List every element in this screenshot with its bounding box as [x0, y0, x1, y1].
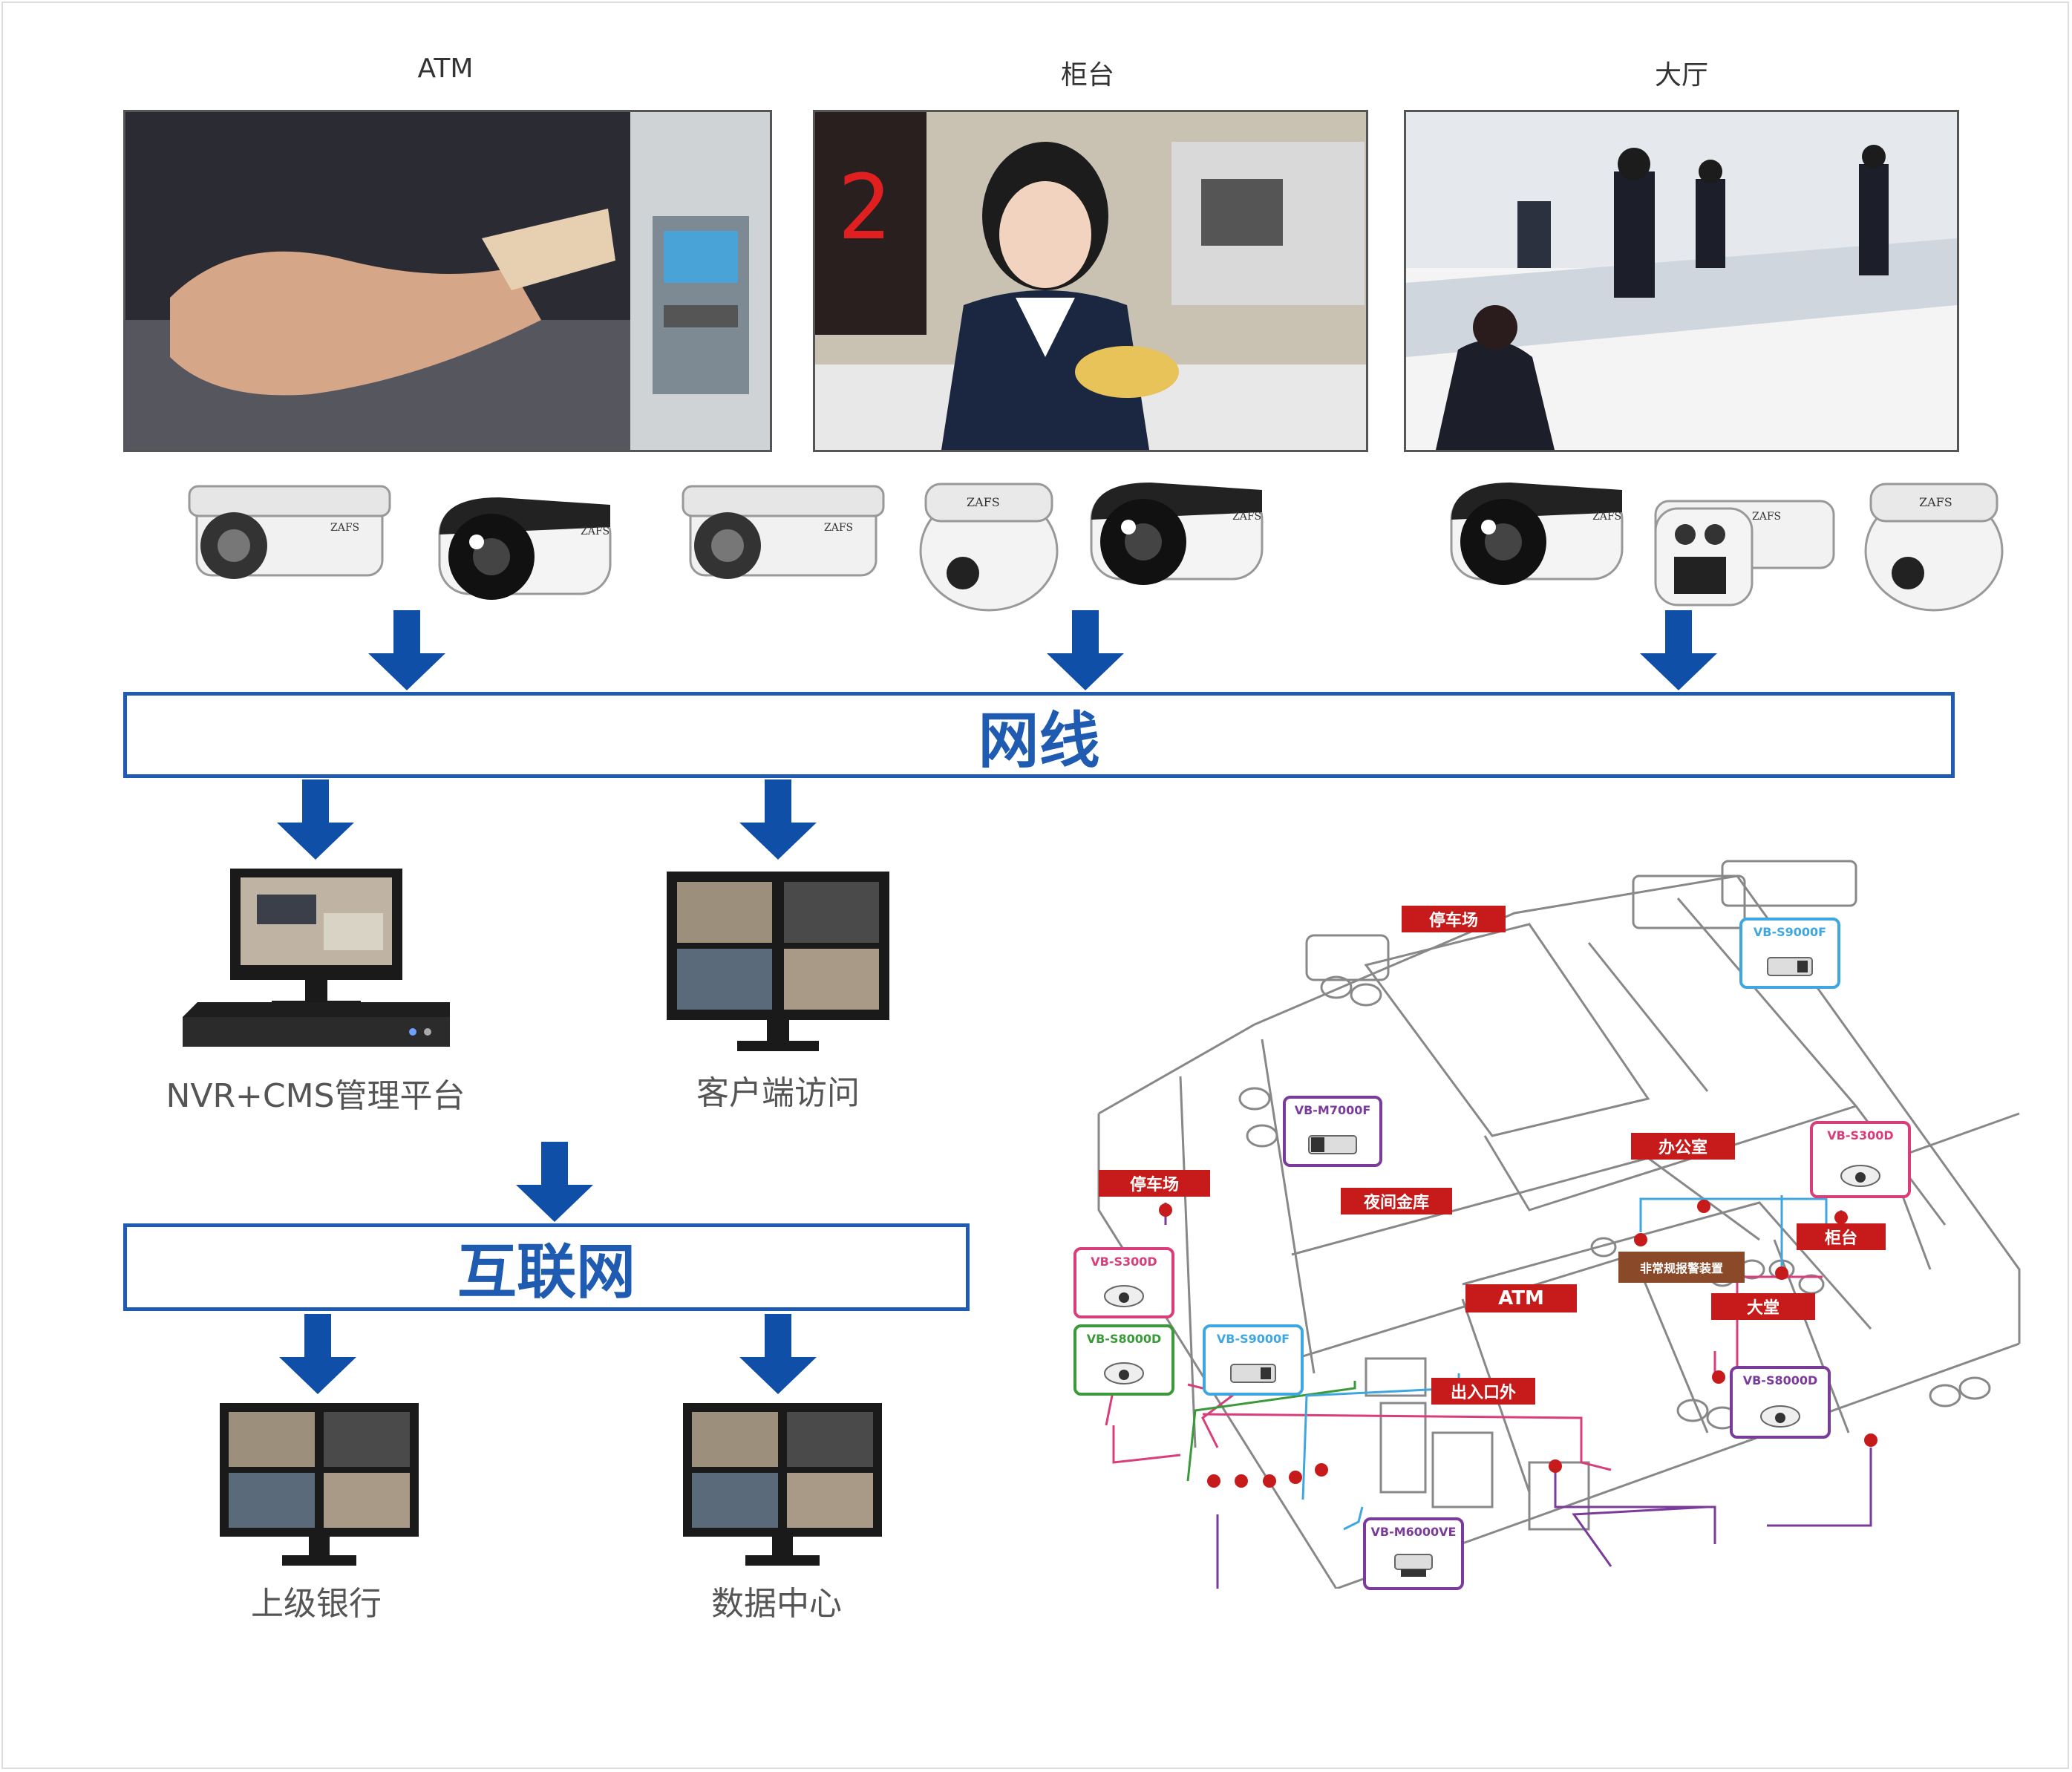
- network-cable-label: 网线: [978, 705, 1100, 777]
- down-arrow-icon: [368, 610, 445, 690]
- section-title-hall: 大厅: [1654, 60, 1708, 91]
- data-center-monitor-icon: [683, 1403, 882, 1566]
- photo-atm: [123, 110, 772, 452]
- floorplan-camera-c3: VB-S300D: [1810, 1121, 1911, 1198]
- floorplan-camera-c1: VB-S9000F: [1739, 918, 1840, 989]
- photo-counter: 2: [813, 110, 1368, 452]
- dome-camera-icon: ZAFS: [1864, 483, 2004, 612]
- hall-photo-illustration: [1406, 112, 1957, 450]
- zone-label-alarm: 非常规报警装置: [1618, 1252, 1745, 1283]
- camera-model-label: VB-S300D: [1091, 1255, 1157, 1269]
- section-title-atm: ATM: [417, 53, 474, 84]
- down-arrow-icon: [1047, 610, 1124, 690]
- client-monitor-icon: [667, 872, 889, 1051]
- box-camera-icon: [1767, 957, 1813, 976]
- camera-brand-label: ZAFS: [967, 495, 1000, 509]
- dome-camera-icon: [1104, 1285, 1144, 1307]
- floorplan-camera-c8: VB-M6000VE: [1363, 1517, 1464, 1590]
- nvr-cms-label: NVR+CMS管理平台: [166, 1077, 465, 1115]
- camera-brand-label: ZAFS: [581, 526, 609, 537]
- camera-model-label: VB-S9000F: [1753, 925, 1827, 939]
- zone-label-counter: 柜台: [1797, 1223, 1886, 1250]
- dome-camera-icon: ZAFS: [919, 483, 1059, 612]
- down-arrow-icon: [516, 1142, 593, 1222]
- floorplan-camera-c5: VB-S8000D: [1073, 1324, 1174, 1396]
- box-camera-icon: [1230, 1364, 1276, 1383]
- zone-label-parking-left: 停车场: [1099, 1170, 1210, 1197]
- down-arrow-icon: [277, 779, 354, 860]
- nvr-monitor-icon: [183, 869, 450, 1047]
- camera-brand-label: ZAFS: [1592, 511, 1621, 523]
- camera-model-label: VB-M7000F: [1294, 1103, 1371, 1117]
- camera-brand-label: ZAFS: [824, 522, 853, 534]
- down-arrow-icon: [739, 779, 817, 860]
- data-center-label: 数据中心: [711, 1585, 842, 1623]
- floorplan-drawing: [1097, 860, 2021, 1589]
- camera-model-label: VB-M6000VE: [1370, 1525, 1457, 1539]
- zone-label-atm: ATM: [1465, 1284, 1577, 1312]
- svg-text:2: 2: [837, 157, 891, 260]
- network-cable-bar: 网线: [123, 692, 1955, 778]
- client-access-label: 客户端访问: [696, 1074, 860, 1112]
- camera-model-label: VB-S8000D: [1742, 1373, 1818, 1387]
- down-arrow-icon: [279, 1314, 356, 1394]
- camera-brand-label: ZAFS: [1752, 511, 1781, 523]
- zone-label-night-vault: 夜间金库: [1341, 1188, 1452, 1214]
- dome-camera-icon: [1760, 1405, 1800, 1428]
- down-arrow-icon: [1640, 610, 1717, 690]
- bullet-camera-icon: ZAFS: [682, 485, 885, 579]
- camera-brand-label: ZAFS: [1919, 495, 1952, 509]
- zone-label-parking-top: 停车场: [1402, 906, 1506, 932]
- bullet-camera-icon: ZAFS: [1090, 483, 1264, 585]
- bullet-camera-icon: ZAFS: [188, 485, 391, 579]
- floorplan-camera-c2: VB-M7000F: [1283, 1096, 1382, 1167]
- floorplan-camera-c4: VB-S300D: [1073, 1247, 1174, 1318]
- internet-label: 互联网: [457, 1238, 635, 1307]
- upper-bank-label: 上级银行: [251, 1585, 382, 1623]
- zone-label-office: 办公室: [1631, 1133, 1735, 1160]
- upper-bank-monitor-icon: [220, 1403, 419, 1566]
- section-title-counter: 柜台: [1060, 60, 1114, 91]
- box-camera-icon: ZAFS: [1654, 500, 1835, 607]
- box-camera-icon: [1394, 1554, 1433, 1577]
- bullet-camera-icon: ZAFS: [1450, 483, 1624, 585]
- photo-hall: [1404, 110, 1959, 452]
- box-camera-icon: [1308, 1135, 1357, 1154]
- atm-photo-illustration: [125, 112, 770, 450]
- camera-brand-label: ZAFS: [330, 522, 359, 534]
- dome-camera-icon: [1840, 1165, 1880, 1187]
- zone-label-hall: 大堂: [1711, 1293, 1815, 1320]
- counter-photo-illustration: 2: [815, 112, 1366, 450]
- down-arrow-icon: [739, 1314, 817, 1394]
- camera-model-label: VB-S8000D: [1086, 1332, 1162, 1346]
- internet-bar: 互联网: [123, 1223, 970, 1311]
- floorplan-camera-c7: VB-S8000D: [1730, 1366, 1831, 1439]
- dome-camera-icon: [1104, 1362, 1144, 1384]
- camera-model-label: VB-S9000F: [1216, 1332, 1290, 1346]
- camera-model-label: VB-S300D: [1827, 1128, 1894, 1142]
- zone-label-exit: 出入口外: [1431, 1378, 1535, 1405]
- camera-brand-label: ZAFS: [1232, 511, 1261, 523]
- bullet-camera-icon: ZAFS: [438, 497, 612, 600]
- floorplan-camera-c6: VB-S9000F: [1203, 1324, 1304, 1396]
